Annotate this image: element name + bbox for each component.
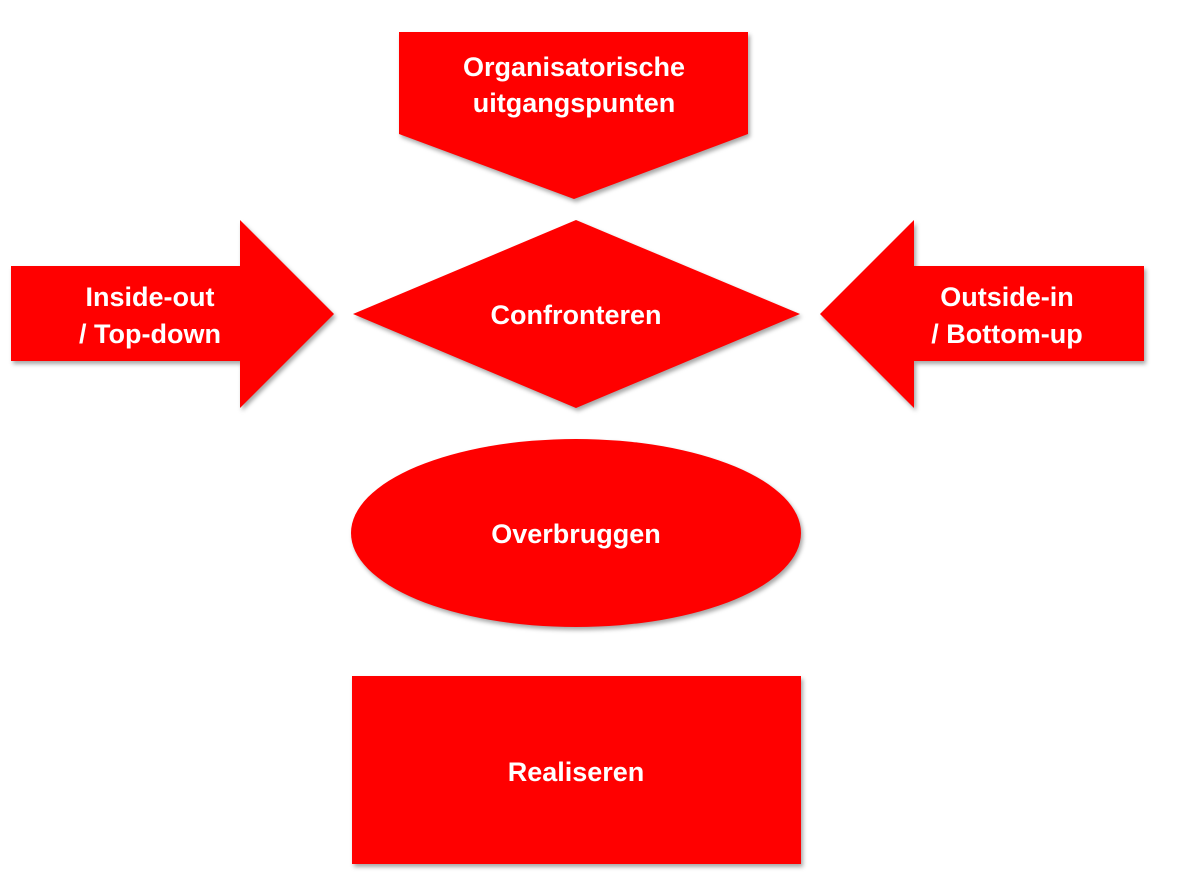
down-pointing-pentagon xyxy=(399,32,748,199)
organisational-principles-label-line1: Organisatorische xyxy=(463,52,685,82)
organisational-principles-label-line2: uitgangspunten xyxy=(473,88,675,118)
inside-out-label-line2: / Top-down xyxy=(79,319,221,349)
confront-shape: Confronteren xyxy=(353,220,800,408)
inside-out-arrow-shape: Inside-out / Top-down xyxy=(11,220,334,408)
inside-out-label-line1: Inside-out xyxy=(86,282,215,312)
rectangle xyxy=(352,676,801,864)
outside-in-label-line2: / Bottom-up xyxy=(931,319,1082,349)
confront-label: Confronteren xyxy=(491,300,662,330)
bridge-shape: Overbruggen xyxy=(351,439,801,627)
bridge-label: Overbruggen xyxy=(491,519,661,549)
outside-in-label-line1: Outside-in xyxy=(940,282,1074,312)
outside-in-arrow-shape: Outside-in / Bottom-up xyxy=(820,220,1144,408)
ellipse xyxy=(351,439,801,627)
diamond xyxy=(353,220,800,408)
left-arrow xyxy=(820,220,1144,408)
realise-shape: Realiseren xyxy=(352,676,801,864)
right-arrow xyxy=(11,220,334,408)
realise-label: Realiseren xyxy=(508,757,645,787)
organisational-principles-shape: Organisatorische uitgangspunten xyxy=(399,32,748,199)
